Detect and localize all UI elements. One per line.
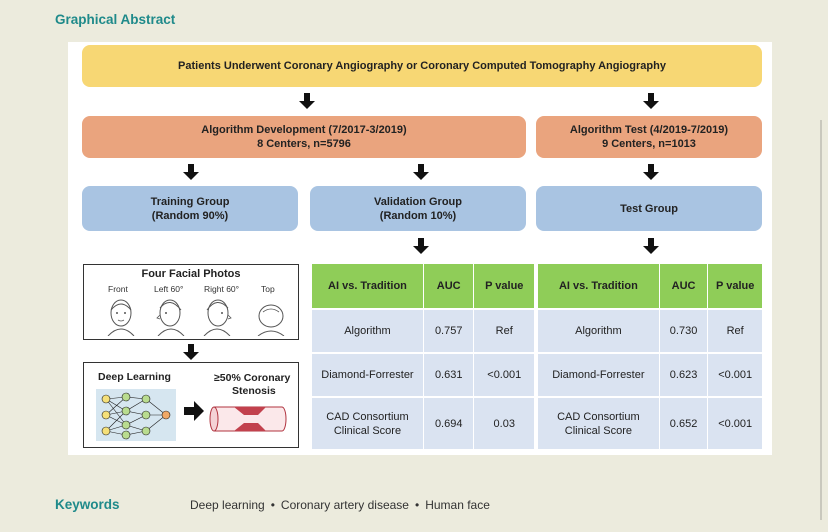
page-edge-divider: [820, 120, 822, 520]
auc-cell: 0.730: [659, 308, 709, 353]
keyword-separator: •: [414, 498, 420, 512]
test-line1: Algorithm Test (4/2019-7/2019): [569, 124, 729, 136]
photo-label-left: Left 60°: [154, 284, 184, 294]
table-row: CAD Consortium Clinical Score 0.694 0.03: [312, 396, 534, 449]
header-cell: P value: [707, 264, 762, 309]
header-cell: AI vs. Tradition: [312, 264, 424, 309]
dev-line1: Algorithm Development (7/2017-3/2019): [201, 124, 407, 136]
method-line: CAD Consortium: [326, 410, 409, 423]
table-row: CAD Consortium Clinical Score 0.652 <0.0…: [538, 396, 762, 449]
facial-photos-frame: Four Facial Photos Front Left 60° Right …: [83, 264, 299, 340]
validation-group-box: Validation Group (Random 10%): [310, 186, 526, 231]
facial-photos-title: Four Facial Photos: [141, 268, 241, 280]
keywords-label: Keywords: [55, 497, 120, 512]
header-cell: AUC: [423, 264, 475, 309]
arrow-down-icon: [643, 93, 659, 109]
keyword-item: Deep learning: [190, 498, 265, 512]
table-header-row: AI vs. Tradition AUC P value: [538, 264, 762, 309]
page-heading: Graphical Abstract: [55, 12, 176, 27]
arrow-down-icon: [643, 164, 659, 180]
test-results-table: AI vs. Tradition AUC P value Algorithm 0…: [538, 264, 762, 449]
method-line: CAD Consortium: [557, 410, 640, 423]
table-header-row: AI vs. Tradition AUC P value: [312, 264, 534, 309]
arrow-down-icon: [413, 238, 429, 254]
header-cell: AI vs. Tradition: [538, 264, 660, 309]
auc-cell: 0.631: [423, 352, 475, 397]
algorithm-development-box: Algorithm Development (7/2017-3/2019) 8 …: [82, 116, 526, 158]
right-arrow-icon: [184, 401, 204, 421]
method-line: Clinical Score: [333, 424, 402, 437]
algorithm-test-box: Algorithm Test (4/2019-7/2019) 9 Centers…: [536, 116, 762, 158]
arrow-down-icon: [643, 238, 659, 254]
arrow-down-icon: [413, 164, 429, 180]
face-right-icon: [203, 299, 232, 336]
method-cell: Algorithm: [312, 308, 424, 353]
p-value-cell: Ref: [707, 308, 762, 353]
photo-label-front: Front: [108, 284, 128, 294]
face-left-icon: [156, 299, 185, 336]
face-top-icon: [257, 304, 285, 336]
deep-learning-frame: Deep Learning ≥50% Coronary Stenosis: [83, 362, 299, 448]
header-cell: P value: [473, 264, 534, 309]
method-cell: CAD Consortium Clinical Score: [538, 396, 660, 449]
validation-line1: Validation Group: [373, 195, 462, 208]
dev-line2: 8 Centers, n=5796: [257, 138, 351, 150]
auc-cell: 0.623: [659, 352, 709, 397]
photo-label-right: Right 60°: [204, 284, 240, 294]
method-cell: Algorithm: [538, 308, 660, 353]
patients-box: Patients Underwent Coronary Angiography …: [82, 45, 762, 87]
deep-learning-label: Deep Learning: [98, 371, 171, 383]
keyword-item: Coronary artery disease: [280, 498, 409, 512]
table-row: Diamond-Forrester 0.631 <0.001: [312, 352, 534, 397]
p-value-cell: 0.03: [473, 396, 534, 449]
test-group-label: Test Group: [620, 202, 678, 215]
keyword-item: Human face: [425, 498, 490, 512]
table-row: Algorithm 0.757 Ref: [312, 308, 534, 353]
p-value-cell: <0.001: [473, 352, 534, 397]
p-value-cell: <0.001: [707, 352, 762, 397]
stenosis-vessel-icon: [209, 406, 287, 432]
header-cell: AUC: [659, 264, 709, 309]
auc-cell: 0.694: [423, 396, 475, 449]
photo-label-top: Top: [261, 284, 275, 294]
p-value-cell: Ref: [473, 308, 534, 353]
training-group-box: Training Group (Random 90%): [82, 186, 298, 231]
method-line: Clinical Score: [564, 424, 632, 437]
test-group-box: Test Group: [536, 186, 762, 231]
arrow-down-icon: [183, 344, 199, 360]
arrow-down-icon: [183, 164, 199, 180]
patients-text: Patients Underwent Coronary Angiography …: [178, 60, 666, 72]
face-front-icon: [107, 299, 135, 336]
method-cell: CAD Consortium Clinical Score: [312, 396, 424, 449]
stenosis-label-line1: ≥50% Coronary: [214, 372, 291, 384]
keywords-list: Deep learning • Coronary artery disease • Hu…: [190, 498, 490, 512]
method-cell: Diamond-Forrester: [538, 352, 660, 397]
stenosis-label-line2: Stenosis: [232, 385, 276, 397]
training-line2: (Random 90%): [151, 209, 229, 222]
training-line1: Training Group: [150, 195, 230, 208]
validation-line2: (Random 10%): [379, 209, 457, 222]
auc-cell: 0.652: [659, 396, 709, 449]
arrow-down-icon: [299, 93, 315, 109]
neural-network-icon: [96, 389, 176, 441]
validation-results-table: AI vs. Tradition AUC P value Algorithm 0…: [312, 264, 534, 449]
p-value-cell: <0.001: [707, 396, 762, 449]
keyword-separator: •: [270, 498, 275, 512]
method-cell: Diamond-Forrester: [312, 352, 424, 397]
table-row: Diamond-Forrester 0.623 <0.001: [538, 352, 762, 397]
test-line2: 9 Centers, n=1013: [602, 138, 696, 150]
table-row: Algorithm 0.730 Ref: [538, 308, 762, 353]
auc-cell: 0.757: [423, 308, 475, 353]
